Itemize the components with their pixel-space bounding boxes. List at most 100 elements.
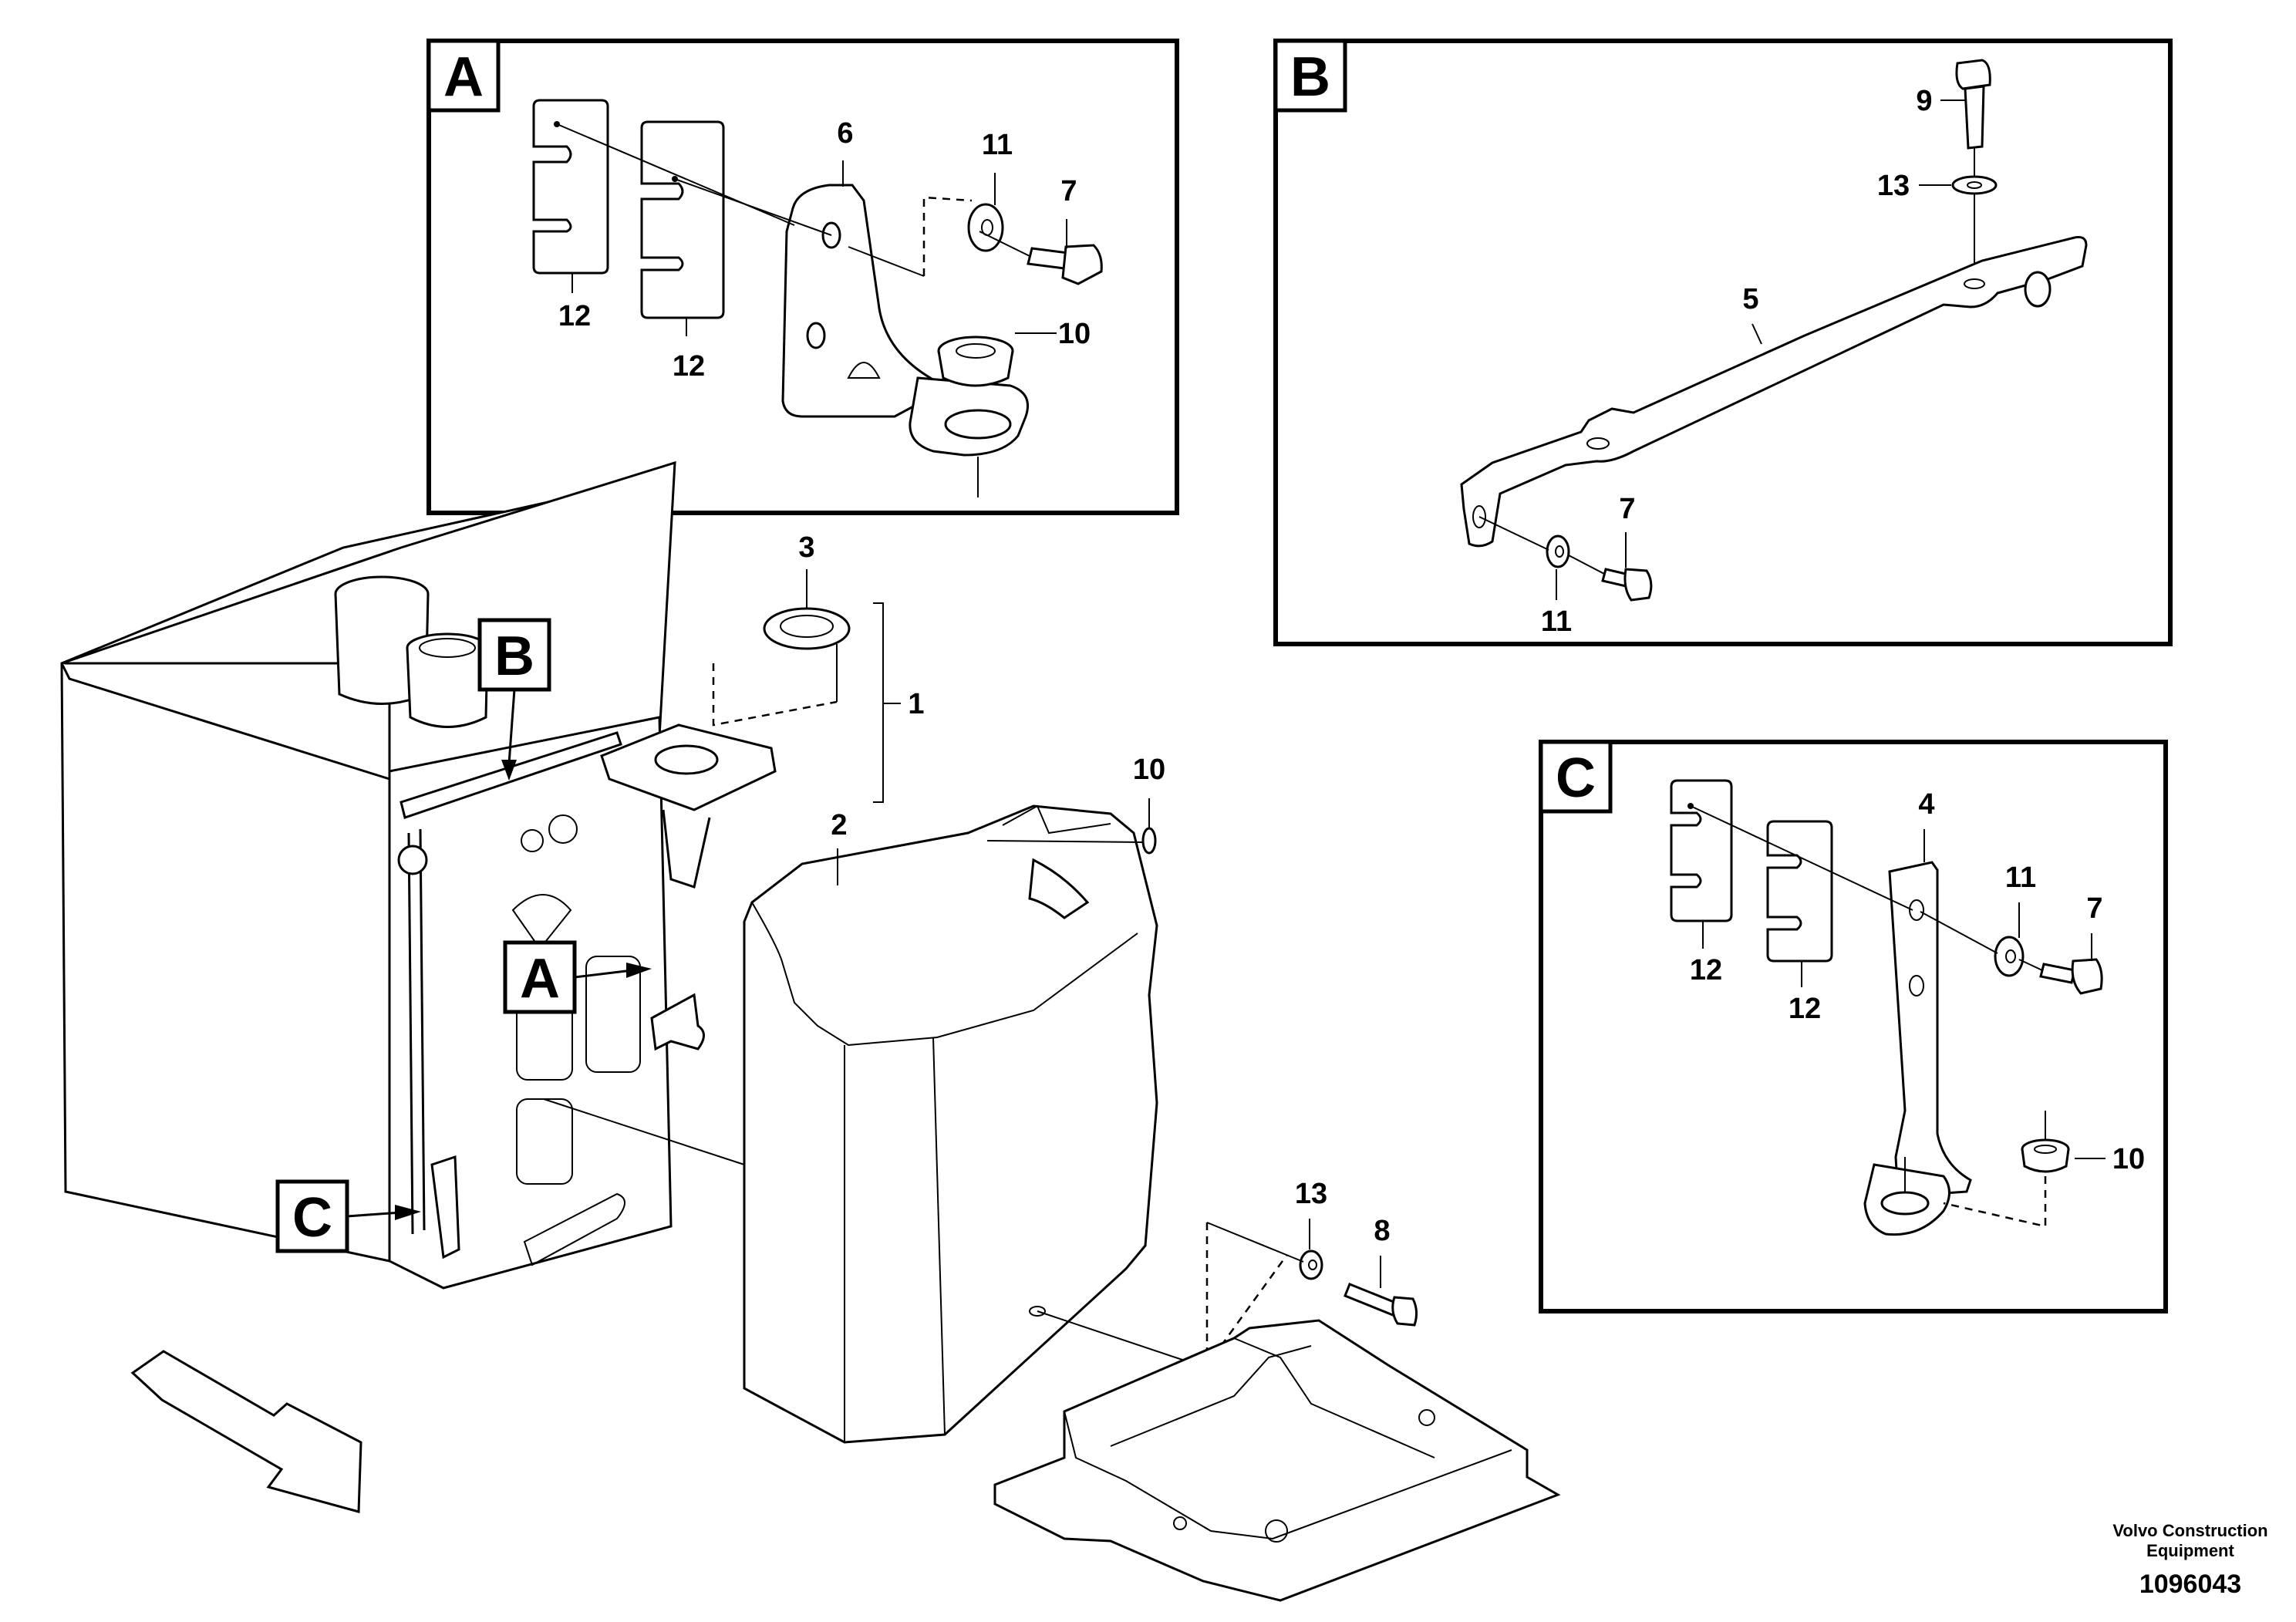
detail-a-axis-bracket: [848, 246, 925, 277]
main-bolt-shank: [1344, 1283, 1399, 1317]
tank-latch-a: [650, 993, 705, 1051]
footer-credit-line2: Equipment: [2146, 1541, 2234, 1560]
detail-b-bolt-bottom-head: [1623, 568, 1653, 602]
main-pointer-c: C: [292, 1187, 332, 1249]
tank-slot-4: [523, 1192, 625, 1266]
main-view: B A C 3 1 2 10: [60, 460, 1561, 1602]
detail-c-callout-bolt: 7: [2086, 892, 2102, 925]
detail-a-axis-hole: [674, 178, 832, 236]
main-bolt-head: [1391, 1296, 1418, 1327]
detail-b-callout-washer-top: 13: [1877, 170, 1910, 202]
tank-cap-body: [406, 647, 489, 728]
detail-c-shim-right: [1766, 820, 1833, 963]
direction-arrow: [130, 1350, 362, 1513]
detail-c-bracket-hole-mid: [1909, 975, 1924, 996]
detail-b-frame: [1273, 39, 2173, 646]
detail-c-callout-bracket: 4: [1918, 788, 1934, 821]
detail-b-washer-bottom: [1546, 534, 1570, 568]
main-callout-cap-ring: 3: [798, 531, 814, 564]
detail-a-callout-bracket: 6: [837, 117, 853, 150]
detail-b-washer-top-hole: [1967, 181, 1982, 189]
detail-a-dash-washer: [922, 196, 973, 276]
cover-grommet: [1141, 827, 1157, 855]
detail-a-tag: A: [443, 46, 484, 108]
detail-b-bar-tab: [2024, 271, 2052, 308]
detail-c-tag-box: [1539, 740, 1613, 814]
main-pointer-b-box: [477, 618, 551, 692]
detail-b-bolt-top-shank: [1964, 85, 1985, 150]
detail-b-washer-bottom-hole: [1555, 545, 1564, 558]
cap-ring: [763, 607, 851, 650]
detail-a-callout-grommet: 10: [1058, 318, 1091, 350]
detail-c-grommet-body: [2021, 1148, 2070, 1173]
tank-hole-2: [548, 814, 578, 844]
footer-credit-line1: Volvo Construction: [2112, 1521, 2267, 1540]
detail-c-bracket: [1888, 861, 1972, 1197]
detail-b-bar-hole-end: [1964, 278, 1985, 289]
detail-b-callout-bar: 5: [1742, 283, 1758, 315]
detail-b-bar-hole-foot: [1472, 505, 1486, 528]
detail-a-callout-shim-left: 12: [558, 300, 591, 332]
detail-c-dash-grommet: [1943, 1176, 2047, 1228]
cover: [743, 804, 1158, 1444]
mount-frame-bolt: [1265, 1519, 1288, 1543]
cover-notch: [1002, 804, 1111, 835]
detail-b-callout-bolt-top: 9: [1916, 85, 1932, 117]
cover-top-edge: [751, 902, 1138, 1047]
detail-a-foot-hole: [944, 409, 1012, 440]
detail-a-dot-1: [554, 121, 560, 127]
tank-vent: [511, 894, 572, 950]
mount-frame-bolt-3: [1173, 1516, 1187, 1530]
detail-a-bracket: [781, 184, 947, 418]
main-callout-grommet: 10: [1133, 754, 1165, 786]
detail-c-callout-shim-right: 12: [1789, 993, 1821, 1025]
tank-slot-2: [585, 956, 641, 1073]
footer-drawing-number: 1096043: [2139, 1570, 2241, 1599]
detail-c-washer: [1994, 936, 2025, 977]
tank-edge: [60, 663, 390, 781]
detail-c-axis-shims: [1690, 805, 1913, 911]
main-pointer-b-line: [507, 689, 516, 764]
main-axis-bolt: [1206, 1222, 1304, 1263]
cover-bolt-hole: [1029, 1306, 1046, 1317]
detail-b-bar: [1460, 236, 2088, 548]
tank-hole-1: [521, 829, 544, 852]
detail-view-b: B 9 13 5 11 7: [1273, 39, 2173, 646]
main-dash-cap: [712, 663, 838, 727]
main-pointer-b-arrow: [501, 760, 517, 781]
detail-c-callout-washer: 11: [2005, 862, 2036, 894]
detail-c-bracket-hole-top: [1909, 899, 1924, 921]
detail-a-bracket-gusset: [847, 362, 881, 379]
detail-c-axis-bolt: [2018, 959, 2043, 971]
cover-cutout: [1028, 858, 1090, 919]
detail-a-shim-left: [532, 99, 609, 275]
tank-rail-left: [407, 832, 414, 1235]
main-pointer-a: A: [520, 948, 560, 1010]
main-pointer-c-box: [275, 1179, 349, 1253]
detail-c-axis-bracket: [1920, 911, 1998, 954]
detail-a-shim-right: [640, 120, 725, 319]
detail-c-grommet-bore: [2034, 1145, 2057, 1154]
main-pointer-a-line: [574, 969, 633, 979]
detail-a-washer: [967, 203, 1004, 252]
mount-frame-inner: [1064, 1411, 1512, 1540]
detail-b-tag-box: [1273, 39, 1347, 113]
detail-c-dot: [1687, 803, 1694, 809]
detail-c-bolt-head: [2071, 958, 2103, 995]
tank-rail-left-2: [419, 828, 426, 1231]
sender-tube: [662, 809, 711, 889]
detail-b-leader-bar: [1752, 323, 1762, 345]
detail-c-frame: [1539, 740, 2168, 1313]
detail-a-tag-box: [426, 39, 501, 113]
main-pointer-b: B: [494, 626, 534, 687]
detail-a-grommet-bore: [956, 343, 996, 359]
cover-fold-edge: [932, 1037, 946, 1435]
main-callout-cover: 2: [831, 809, 847, 841]
main-assembly-bracket: [873, 602, 884, 803]
detail-c-foot-hole: [1880, 1191, 1930, 1216]
main-washer-hole: [1308, 1259, 1317, 1270]
detail-view-c: C 12 12 4 11 7 10: [1539, 740, 2168, 1313]
main-pointer-a-arrow: [626, 963, 652, 978]
mount-frame-bolt-2: [1418, 1409, 1435, 1426]
